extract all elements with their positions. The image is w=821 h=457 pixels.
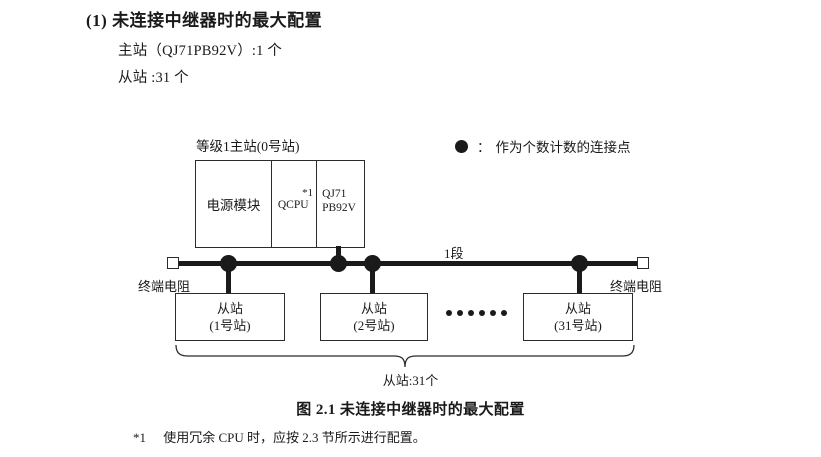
slave-title-1: 从站 <box>216 301 243 316</box>
ellipsis-dot <box>457 310 463 316</box>
brace-label: 从站:31个 <box>382 373 439 388</box>
slave-station-1: (1号站) <box>209 318 251 333</box>
master-module-line1: QJ71 <box>322 188 347 200</box>
ellipsis-dot <box>446 310 452 316</box>
legend-label: 作为个数计数的连接点 <box>495 140 631 155</box>
footnote-mark: *1 <box>133 430 146 445</box>
slave-drop-stub-3 <box>577 263 582 294</box>
connection-point-dot-2 <box>330 255 347 272</box>
ellipsis-dot <box>468 310 474 316</box>
footnote: *1 使用冗余 CPU 时，应按 2.3 节所示进行配置。 <box>133 427 426 446</box>
cpu-module: QCPU *1 <box>272 161 318 247</box>
ellipsis-dots <box>446 310 507 316</box>
section-title-text: 未连接中继器时的最大配置 <box>112 11 323 30</box>
ellipsis-dot <box>490 310 496 316</box>
ellipsis-dot <box>501 310 507 316</box>
section-number: (1) <box>86 11 108 30</box>
master-rack-label: 等级1主站(0号站) <box>196 139 300 154</box>
segment-label: 1段 <box>444 246 464 261</box>
slave-count-brace <box>172 344 638 369</box>
profibus-master-module: QJ71 PB92V <box>317 161 364 247</box>
page-title: (1) 未连接中继器时的最大配置 <box>86 6 322 31</box>
footnote-text: 使用冗余 CPU 时，应按 2.3 节所示进行配置。 <box>163 430 426 445</box>
legend: ： 作为个数计数的连接点 <box>455 136 631 156</box>
brace-icon <box>175 344 635 368</box>
spec-line-master: 主站（QJ71PB92V）:1 个 <box>118 43 283 59</box>
spec-line-slave: 从站 :31 个 <box>118 70 189 86</box>
bus-trunk-line <box>172 261 644 266</box>
slave-station-box-31: 从站 (31号站) <box>523 293 633 341</box>
slave-title-31: 从站 <box>564 301 591 316</box>
slave-drop-stub-2 <box>370 263 375 294</box>
terminator-box-left <box>167 257 179 269</box>
slave-station-2: (2号站) <box>353 318 395 333</box>
master-rack: 电源模块 QCPU *1 QJ71 PB92V <box>195 160 365 248</box>
slave-title-2: 从站 <box>360 301 387 316</box>
power-supply-module-label: 电源模块 <box>206 198 261 213</box>
slave-station-box-2: 从站 (2号站) <box>320 293 428 341</box>
cpu-footnote-mark: *1 <box>302 187 314 199</box>
slave-station-box-1: 从站 (1号站) <box>175 293 285 341</box>
terminator-label-right: 终端电阻 <box>610 279 663 294</box>
legend-colon: ： <box>477 140 491 155</box>
slave-station-31: (31号站) <box>554 318 602 333</box>
power-supply-module: 电源模块 <box>196 161 272 247</box>
filled-circle-icon <box>455 139 468 153</box>
slave-drop-stub-1 <box>226 263 231 294</box>
profibus-master-module-label: QJ71 PB92V <box>322 187 356 215</box>
terminator-label-left: 终端电阻 <box>138 279 191 294</box>
figure-caption: 图 2.1 未连接中继器时的最大配置 <box>296 402 525 418</box>
ellipsis-dot <box>479 310 485 316</box>
terminator-box-right <box>637 257 649 269</box>
master-module-line2: PB92V <box>322 202 356 214</box>
cpu-module-label: QCPU <box>277 199 309 211</box>
